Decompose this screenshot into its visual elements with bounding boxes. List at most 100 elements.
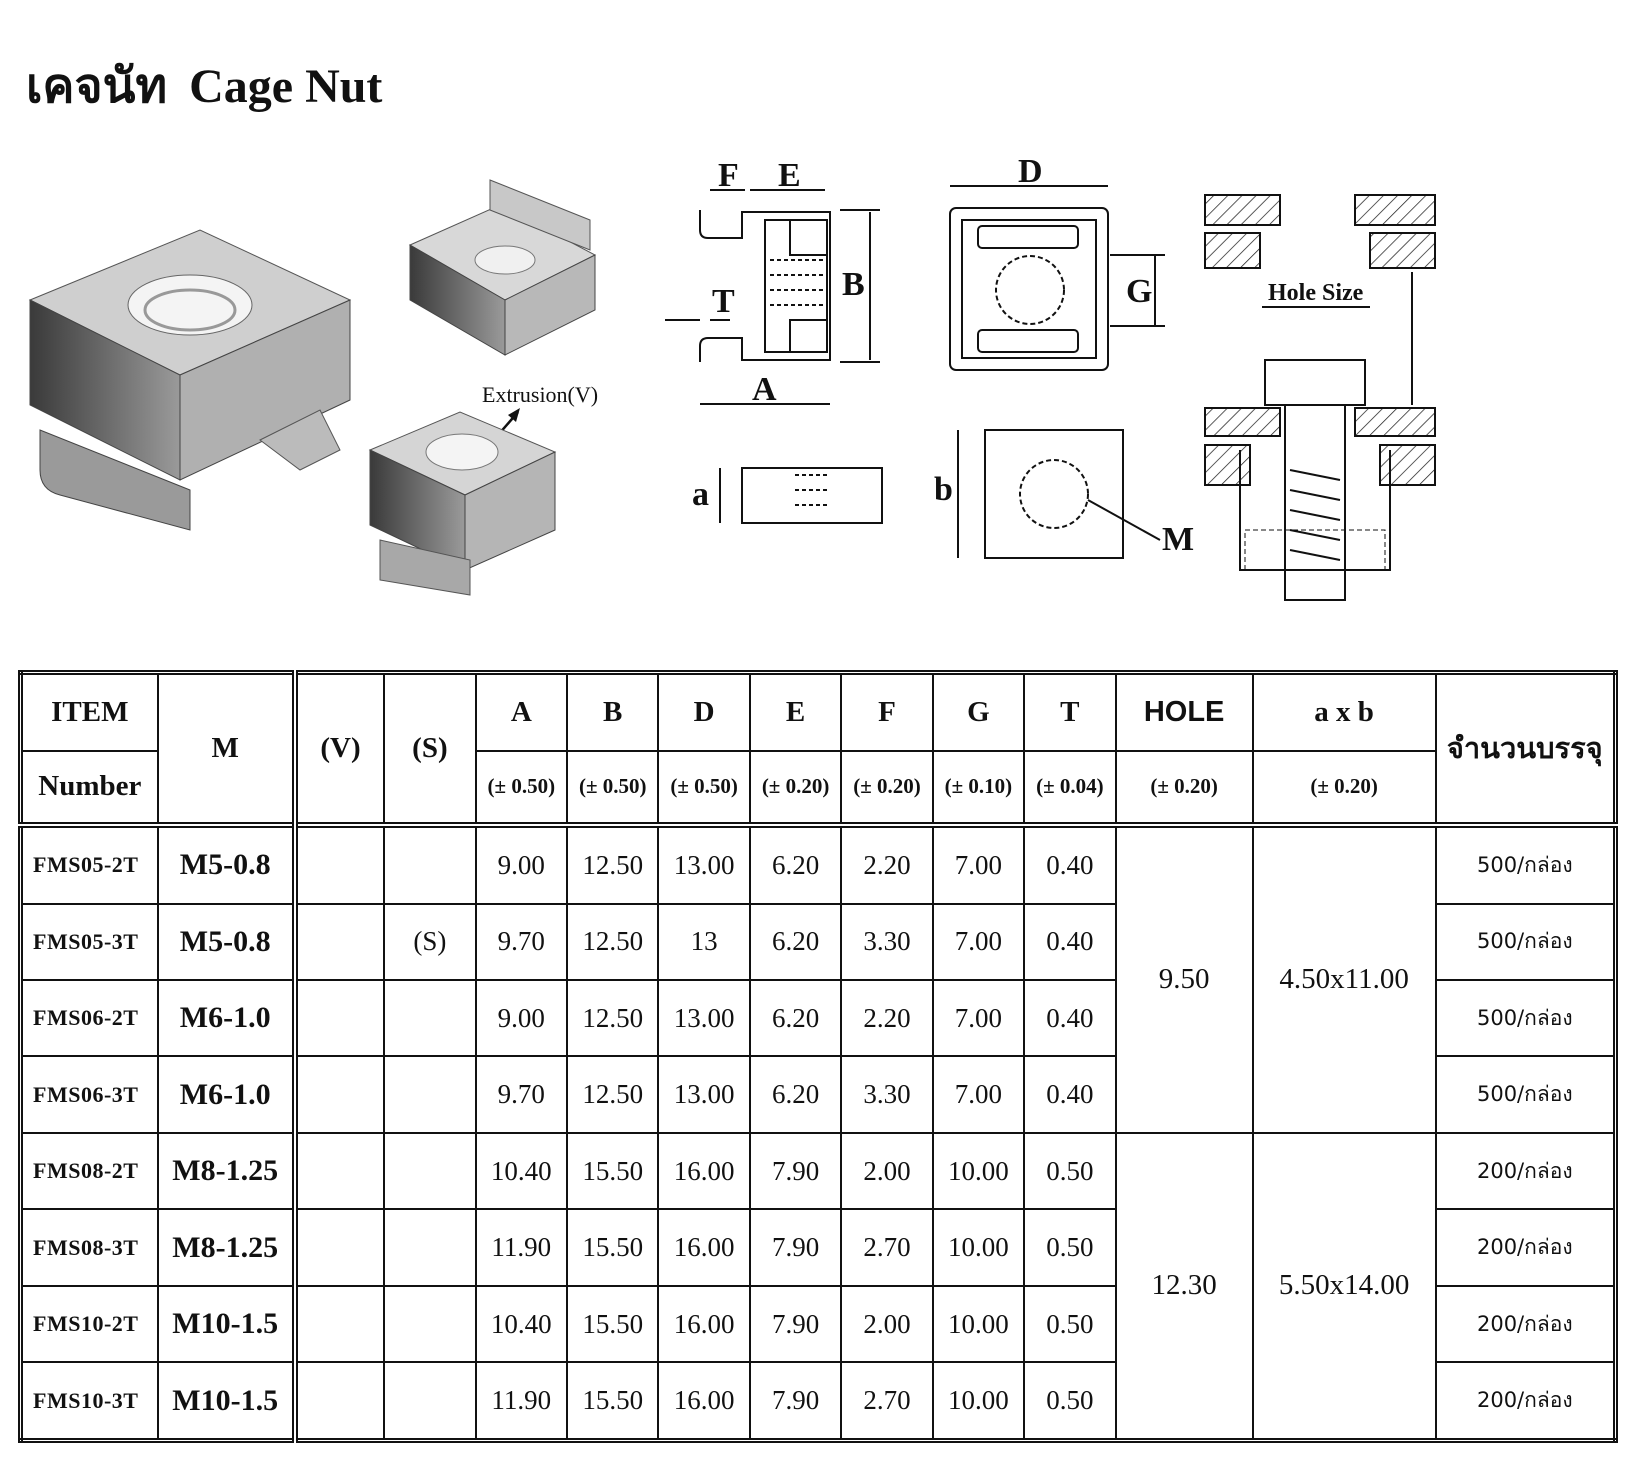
cell-E: 6.20 — [748, 978, 843, 1058]
cell-E: 7.90 — [748, 1131, 843, 1211]
tol-D: (± 0.50) — [657, 749, 751, 826]
table-row: FMS06-3T M6-1.0 9.70 12.50 13.00 6.20 3.… — [19, 1055, 1617, 1134]
cell-v — [293, 821, 386, 905]
cell-pack: 500/กล่อง — [1434, 821, 1617, 905]
cell-item: FMS05-2T — [19, 821, 159, 905]
cell-E: 7.90 — [748, 1361, 843, 1442]
tol-F: (± 0.20) — [840, 749, 934, 826]
dim-b-label: b — [934, 471, 953, 508]
cell-A: 9.00 — [474, 978, 569, 1058]
cell-T: 0.40 — [1023, 978, 1117, 1058]
cell-s: (S) — [383, 902, 477, 981]
cell-T: 0.50 — [1023, 1208, 1117, 1287]
cell-s — [383, 1055, 477, 1134]
cell-F: 2.20 — [840, 978, 934, 1058]
side-view-drawing — [665, 189, 883, 524]
cell-D: 13.00 — [657, 978, 751, 1058]
cell-v — [293, 902, 386, 981]
table-row: FMS08-3T M8-1.25 11.90 15.50 16.00 7.90 … — [19, 1208, 1617, 1287]
cell-F: 2.70 — [840, 1208, 934, 1287]
cell-s — [383, 978, 477, 1058]
header-A: A — [474, 671, 569, 752]
title-english: Cage Nut — [189, 60, 383, 113]
cell-T: 0.40 — [1023, 902, 1117, 981]
header-F: F — [840, 671, 934, 752]
cell-G: 10.00 — [931, 1361, 1026, 1442]
cell-item: FMS10-2T — [19, 1284, 159, 1364]
tol-A: (± 0.50) — [474, 749, 569, 826]
tol-hole: (± 0.20) — [1114, 749, 1254, 826]
cell-D: 16.00 — [657, 1284, 751, 1364]
cell-A: 10.40 — [474, 1131, 569, 1211]
cell-D: 16.00 — [657, 1361, 751, 1442]
cell-T: 0.40 — [1023, 821, 1117, 905]
cage-nut-photo-small-top — [408, 179, 597, 356]
table-row: FMS08-2T M8-1.25 10.40 15.50 16.00 7.90 … — [19, 1131, 1617, 1442]
cell-v — [293, 1284, 386, 1364]
header-E: E — [748, 671, 843, 752]
cell-m: M5-0.8 — [156, 821, 298, 905]
tol-axb: (± 0.20) — [1251, 749, 1437, 826]
cell-hole-group-1: 9.50 — [1114, 821, 1254, 1134]
cell-s — [383, 1284, 477, 1364]
cell-E: 7.90 — [748, 1208, 843, 1287]
product-figure: Extrusion(V) F E B T A a — [0, 150, 1633, 630]
cell-B: 15.50 — [566, 1361, 660, 1442]
cell-s — [383, 1208, 477, 1287]
dim-G-label: G — [1126, 273, 1152, 310]
header-row-2: Number (± 0.50) (± 0.50) (± 0.50) (± 0.2… — [19, 749, 1616, 826]
table-row: FMS10-2T M10-1.5 10.40 15.50 16.00 7.90 … — [19, 1284, 1617, 1364]
cell-m: M5-0.8 — [156, 902, 298, 981]
cell-E: 6.20 — [748, 821, 843, 905]
cell-v — [293, 1361, 386, 1442]
cell-item: FMS10-3T — [19, 1361, 159, 1442]
cell-v — [293, 978, 386, 1058]
cell-B: 12.50 — [566, 978, 660, 1058]
hole-size-label: Hole Size — [1268, 280, 1364, 306]
cell-m: M6-1.0 — [156, 1055, 298, 1134]
header-m: M — [156, 671, 298, 826]
cell-item: FMS08-2T — [19, 1131, 159, 1211]
tol-E: (± 0.20) — [748, 749, 843, 826]
cell-T: 0.50 — [1023, 1284, 1117, 1364]
header-hole: HOLE — [1114, 671, 1254, 752]
cell-F: 2.00 — [840, 1131, 934, 1211]
cell-m: M10-1.5 — [156, 1284, 298, 1364]
header-row-1: ITEM M (V) (S) A B D E F G T HOLE a x b … — [19, 671, 1617, 826]
header-item: ITEM — [19, 671, 159, 752]
cell-T: 0.40 — [1023, 1055, 1117, 1134]
cell-B: 15.50 — [566, 1284, 660, 1364]
cell-B: 15.50 — [566, 1208, 660, 1287]
cell-v — [293, 1131, 386, 1211]
header-B: B — [566, 671, 660, 752]
cell-F: 2.70 — [840, 1361, 934, 1442]
cell-G: 7.00 — [931, 978, 1026, 1058]
cell-E: 6.20 — [748, 1055, 843, 1134]
cell-B: 12.50 — [566, 902, 660, 981]
cell-E: 7.90 — [748, 1284, 843, 1364]
dim-T-label: T — [712, 283, 735, 320]
cell-F: 3.30 — [840, 902, 934, 981]
top-view-drawing — [949, 185, 1165, 559]
cell-T: 0.50 — [1023, 1361, 1117, 1442]
extrusion-label: Extrusion(V) — [482, 382, 598, 407]
cell-D: 13 — [657, 902, 751, 981]
cell-B: 12.50 — [566, 821, 660, 905]
cell-pack: 200/กล่อง — [1434, 1131, 1617, 1211]
cell-B: 15.50 — [566, 1131, 660, 1211]
cell-pack: 500/กล่อง — [1434, 902, 1617, 981]
tol-T: (± 0.04) — [1023, 749, 1117, 826]
cell-axb-group-1: 4.50x11.00 — [1251, 821, 1437, 1134]
cell-pack: 500/กล่อง — [1434, 978, 1617, 1058]
cage-nut-photo-large — [28, 229, 352, 531]
cell-F: 3.30 — [840, 1055, 934, 1134]
panel-mount-drawing — [1204, 194, 1436, 601]
cell-G: 7.00 — [931, 1055, 1026, 1134]
spec-table: ITEM M (V) (S) A B D E F G T HOLE a x b … — [18, 670, 1618, 1443]
cell-G: 10.00 — [931, 1208, 1026, 1287]
cell-B: 12.50 — [566, 1055, 660, 1134]
cell-s — [383, 821, 477, 905]
cell-A: 11.90 — [474, 1361, 569, 1442]
cell-pack: 200/กล่อง — [1434, 1284, 1617, 1364]
cage-nut-photo-extrusion: Extrusion(V) — [368, 382, 598, 596]
